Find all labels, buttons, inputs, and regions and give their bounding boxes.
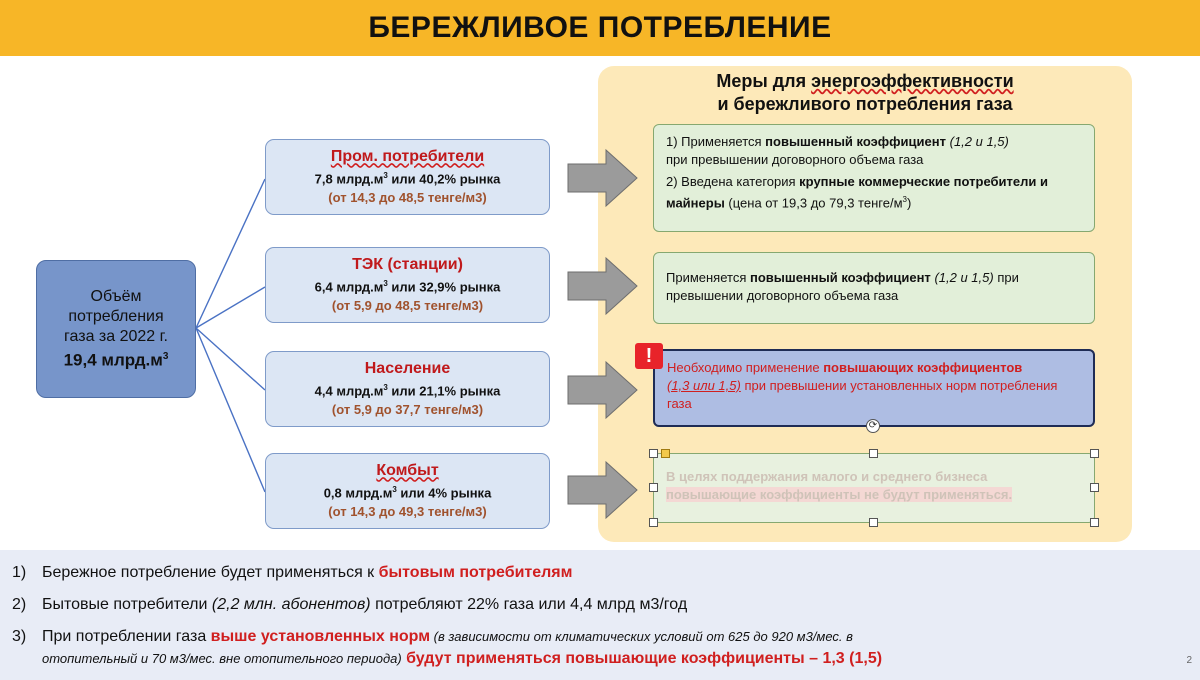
category-title: ТЭК (станции): [352, 256, 463, 274]
total-line-2: потребления: [68, 308, 164, 326]
category-share: 7,8 млрд.м3 или 40,2% рынка: [314, 171, 501, 187]
arrow-right-icon-1: [567, 148, 638, 208]
total-value: 19,4 млрд.м3: [63, 350, 169, 370]
connector-line-tek: [195, 286, 266, 329]
measures-title-line2: и бережливого потребления газа: [717, 94, 1013, 114]
total-line-3: газа за 2022 г.: [64, 328, 168, 346]
note-1: 1)Бережное потребление будет применяться…: [12, 564, 573, 581]
total-volume-box: Объём потребления газа за 2022 г. 19,4 м…: [36, 260, 196, 398]
arrow-right-icon-3: [567, 360, 638, 420]
category-box-prom: Пром. потребители 7,8 млрд.м3 или 40,2% …: [265, 139, 550, 215]
adjust-handle[interactable]: [661, 449, 670, 458]
resize-handle[interactable]: [1090, 449, 1099, 458]
measure-text: В целях поддержания малого и среднего би…: [666, 469, 988, 484]
arrow-right-icon-2: [567, 256, 638, 316]
measures-title-highlight: энергоэффективности: [811, 71, 1014, 91]
category-tariff: (от 14,3 до 49,3 тенге/м3): [328, 503, 487, 519]
resize-handle[interactable]: [649, 518, 658, 527]
measures-title: Меры для энергоэффективности и бережливо…: [598, 70, 1132, 116]
measure-box-kombyt[interactable]: В целях поддержания малого и среднего би…: [653, 453, 1095, 523]
resize-handle[interactable]: [649, 483, 658, 492]
measure-text: 1) Применяется повышенный коэффициент (1…: [666, 134, 1009, 167]
resize-handle[interactable]: [649, 449, 658, 458]
connector-line-kombyt: [195, 327, 266, 493]
measures-title-prefix: Меры для: [716, 71, 812, 91]
measure-text: 2) Введена категория крупные коммерчески…: [666, 174, 1048, 211]
notes-panel: 1)Бережное потребление будет применяться…: [0, 550, 1200, 680]
page-number: 2: [1186, 655, 1192, 666]
category-tariff: (от 5,9 до 37,7 тенге/м3): [331, 401, 484, 417]
warning-icon: !: [635, 343, 663, 369]
category-tariff: (от 5,9 до 48,5 тенге/м3): [331, 297, 484, 313]
category-share: 4,4 млрд.м3 или 21,1% рынка: [314, 383, 501, 399]
category-share: 6,4 млрд.м3 или 32,9% рынка: [314, 279, 501, 295]
category-title: Население: [364, 360, 451, 378]
category-title: Комбыт: [376, 462, 439, 480]
note-3: 3)При потреблении газа выше установленны…: [12, 628, 883, 667]
total-line-1: Объём: [90, 288, 142, 306]
note-2: 2)Бытовые потребители (2,2 млн. абоненто…: [12, 596, 688, 613]
resize-handle[interactable]: [869, 518, 878, 527]
measure-box-prom: 1) Применяется повышенный коэффициент (1…: [653, 124, 1095, 232]
category-box-tek: ТЭК (станции) 6,4 млрд.м3 или 32,9% рынк…: [265, 247, 550, 323]
arrow-right-icon-4: [567, 460, 638, 520]
measure-box-tek: Применяется повышенный коэффициент (1,2 …: [653, 252, 1095, 324]
measure-text: повышающие коэффициенты не будут применя…: [666, 487, 1013, 502]
resize-handle[interactable]: [1090, 518, 1099, 527]
connector-line-prom: [195, 178, 266, 329]
category-box-kombyt: Комбыт 0,8 млрд.м3 или 4% рынка (от 14,3…: [265, 453, 550, 529]
rotate-handle-icon[interactable]: ⟳: [866, 419, 880, 433]
measure-box-population: Необходимо применение повышающих коэффиц…: [653, 349, 1095, 427]
header-banner: БЕРЕЖЛИВОЕ ПОТРЕБЛЕНИЕ: [0, 0, 1200, 56]
category-title: Пром. потребители: [330, 148, 485, 166]
category-box-population: Население 4,4 млрд.м3 или 21,1% рынка (о…: [265, 351, 550, 427]
category-tariff: (от 14,3 до 48,5 тенге/м3): [328, 189, 487, 205]
connector-line-population: [195, 327, 266, 391]
resize-handle[interactable]: [1090, 483, 1099, 492]
page-title: БЕРЕЖЛИВОЕ ПОТРЕБЛЕНИЕ: [368, 11, 832, 44]
resize-handle[interactable]: [869, 449, 878, 458]
category-share: 0,8 млрд.м3 или 4% рынка: [323, 485, 492, 501]
